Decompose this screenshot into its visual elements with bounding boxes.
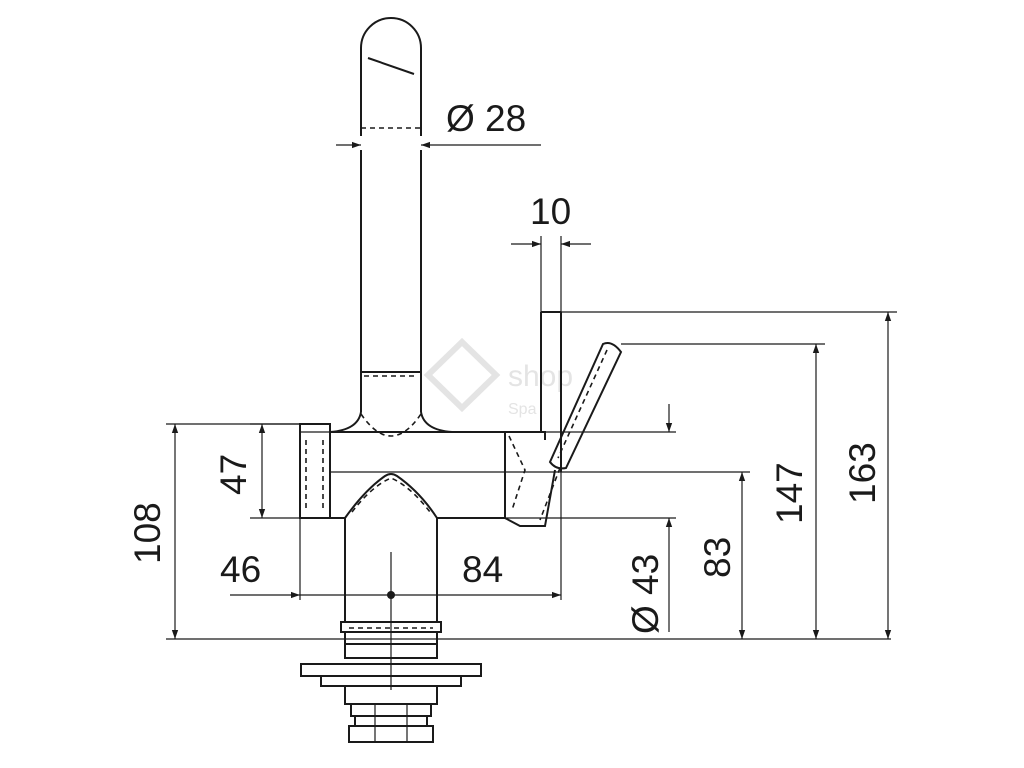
dim-body-height: 47 [213, 454, 254, 495]
spout-top [360, 17, 422, 136]
watermark: shop Spa [423, 337, 573, 418]
dim-body-diameter: Ø 43 [625, 554, 666, 634]
faucet-body [330, 431, 505, 519]
dim-right-reach: 84 [462, 549, 503, 590]
dim-overall-base-height: 108 [127, 502, 168, 564]
dim-overall-height: 163 [842, 442, 883, 504]
dimension-lines [166, 141, 897, 640]
dim-lever-top-height: 147 [769, 462, 810, 524]
lever-stem [540, 311, 562, 472]
mounting-hardware [300, 621, 482, 743]
faucet-outline [299, 17, 623, 743]
faucet-shank [344, 518, 438, 622]
dim-left-reach: 46 [220, 549, 261, 590]
watermark-subtext: Spa [508, 401, 537, 418]
dim-lever-axis-height: 83 [697, 537, 738, 578]
dim-spout-diameter: Ø 28 [446, 98, 526, 139]
watermark-logo-icon [423, 337, 501, 413]
spout-tube [360, 150, 422, 412]
dim-lever-width: 10 [530, 191, 571, 232]
lever-handle [548, 342, 623, 470]
